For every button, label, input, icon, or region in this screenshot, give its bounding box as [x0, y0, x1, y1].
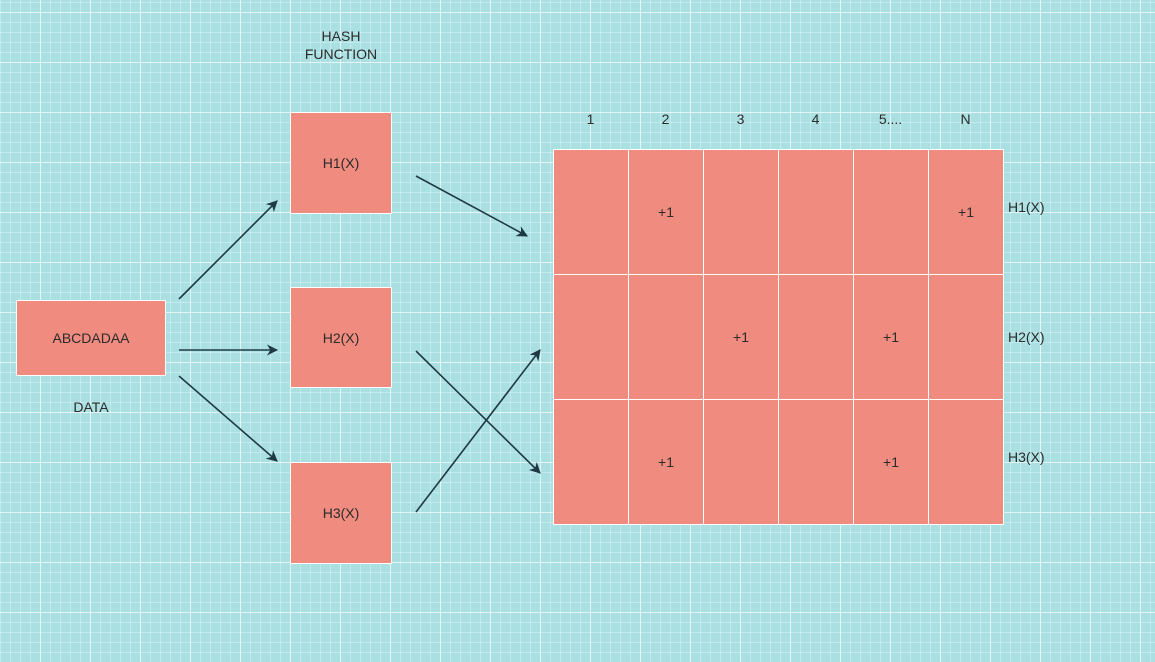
column-header-n: N	[960, 111, 971, 127]
table-cell: +1	[704, 275, 779, 400]
table-cell	[554, 150, 629, 275]
table-cell	[704, 150, 779, 275]
column-header-3: 3	[736, 111, 745, 127]
table-cell	[779, 150, 854, 275]
table-cell	[779, 275, 854, 400]
arrow-data-to-h3	[178, 375, 278, 462]
arrow-h3-to-table	[415, 349, 541, 513]
table-cell	[854, 150, 929, 275]
table-cell: +1	[929, 150, 1004, 275]
row-label-h1: H1(X)	[1008, 199, 1045, 215]
hash-function-title-line-1: HASH	[321, 28, 361, 44]
hash-box-h2: H2(X)	[290, 287, 392, 388]
data-box-label: ABCDADAA	[52, 330, 130, 346]
hash-box-h3: H3(X)	[290, 462, 392, 564]
table-cell: +1	[629, 400, 704, 525]
hash-box-h1-label: H1(X)	[322, 155, 360, 171]
column-header-1: 1	[586, 111, 595, 127]
data-caption: DATA	[73, 399, 109, 415]
data-box: ABCDADAA	[16, 300, 166, 376]
table-cell	[929, 275, 1004, 400]
table-cell: +1	[629, 150, 704, 275]
arrow-data-to-h1	[178, 200, 278, 300]
column-header-5: 5....	[878, 111, 903, 127]
table-cell	[704, 400, 779, 525]
count-table: +1 +1 +1 +1 +1 +1	[553, 149, 1004, 525]
column-header-4: 4	[811, 111, 820, 127]
row-label-h2: H2(X)	[1008, 329, 1045, 345]
table-cell	[779, 400, 854, 525]
hash-function-title: HASH FUNCTION	[290, 27, 392, 63]
table-cell	[929, 400, 1004, 525]
arrow-h1-to-table	[415, 175, 528, 237]
table-cell: +1	[854, 275, 929, 400]
table-cell	[629, 275, 704, 400]
hash-box-h3-label: H3(X)	[322, 505, 360, 521]
row-label-h3: H3(X)	[1008, 449, 1045, 465]
table-cell	[554, 275, 629, 400]
column-header-2: 2	[661, 111, 670, 127]
table-cell: +1	[854, 400, 929, 525]
table-cell	[554, 400, 629, 525]
hash-box-h1: H1(X)	[290, 112, 392, 214]
arrow-h2-to-table	[415, 350, 541, 474]
hash-box-h2-label: H2(X)	[322, 329, 360, 346]
hash-function-title-line-2: FUNCTION	[304, 46, 378, 62]
